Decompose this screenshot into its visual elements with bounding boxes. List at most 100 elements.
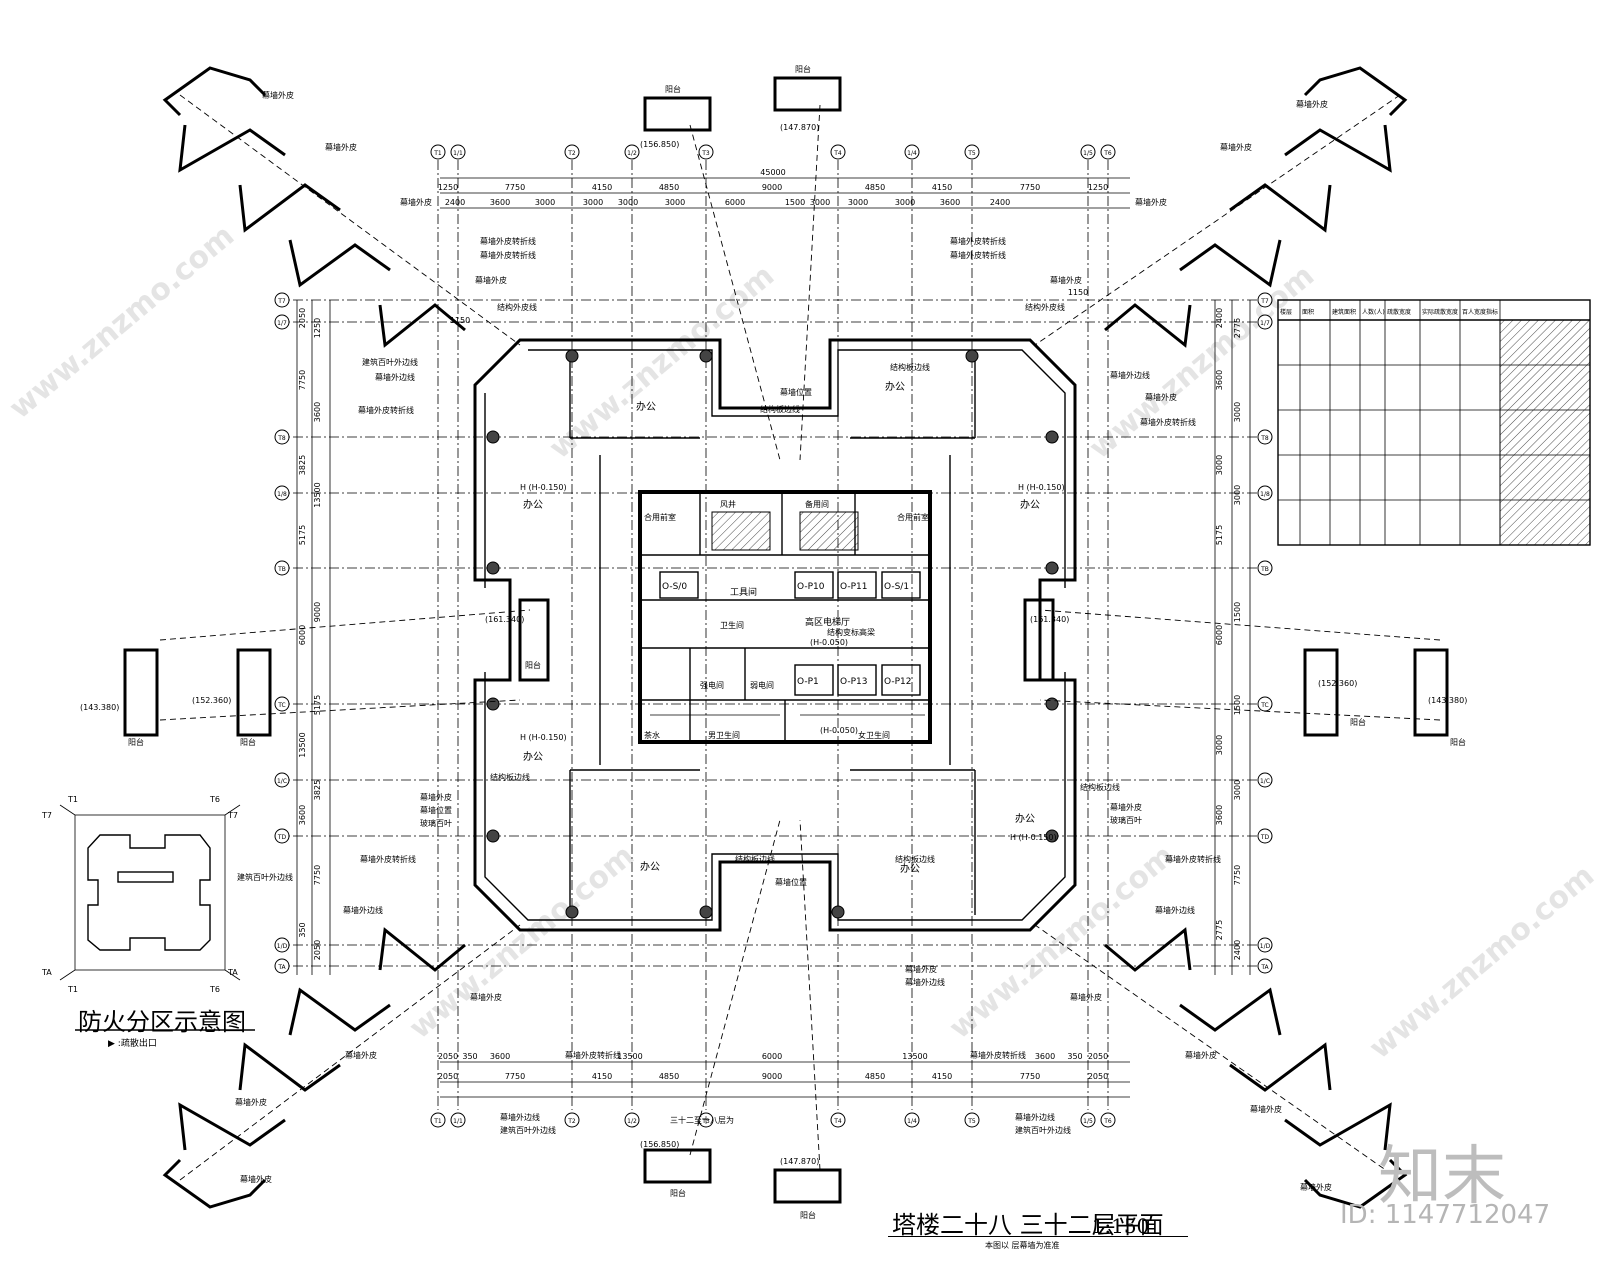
dimension-text: 2050 <box>298 308 307 328</box>
axis-label: 1/2 <box>627 150 637 157</box>
watermark-text: www.znzmo.com <box>543 258 781 466</box>
room-label-weak: 弱电间 <box>750 680 774 690</box>
axis-bubble <box>564 1112 580 1128</box>
axis-bubble <box>1257 485 1273 501</box>
dimension-text: 3600 <box>490 1052 510 1061</box>
annotation: 幕墙外皮 <box>1050 275 1082 285</box>
axis-label: TD <box>277 834 287 841</box>
balcony-label: 阳台 <box>795 64 811 74</box>
axis-bubble <box>274 828 290 844</box>
level-mark: H (H-0.150) <box>520 483 567 492</box>
axis-bubble <box>1257 292 1273 308</box>
axis-label: T2 <box>567 1118 576 1125</box>
annotation: 建筑百叶外边线 <box>1015 1125 1071 1135</box>
axis-label: 1/5 <box>1083 1118 1093 1125</box>
annotation: 玻璃百叶 <box>1110 815 1142 825</box>
dimension-text: 13500 <box>617 1052 642 1061</box>
column <box>1045 697 1059 711</box>
room-label-hygiene: 卫生间 <box>720 620 744 630</box>
dimension-text: 3000 <box>848 198 868 207</box>
axis-bubble <box>904 144 920 160</box>
level-mark: (152.360) <box>1318 679 1357 688</box>
dimension-text: 5175 <box>1215 525 1224 545</box>
svg-text:人数(人): 人数(人) <box>1362 308 1385 316</box>
axis-bubble <box>624 1112 640 1128</box>
watermark-id: ID: 1147712047 <box>1340 1200 1551 1230</box>
axis-label: T5 <box>967 1118 976 1125</box>
annotation: 建筑百叶外边线 <box>237 872 293 882</box>
axis-label: T8 <box>1260 435 1269 442</box>
axis-label: TC <box>277 702 286 709</box>
annotation: 幕墙外皮转折线 <box>1140 417 1196 427</box>
dimension-text: 7750 <box>313 865 322 885</box>
annotation: 幕墙外皮 <box>470 992 502 1002</box>
dimension-text: 1500 <box>1233 602 1242 622</box>
balcony-details <box>123 76 1449 1204</box>
annotation: 幕墙外皮转折线 <box>360 854 416 864</box>
curtain-wing <box>1104 303 1192 348</box>
dimension-text: 3000 <box>810 198 830 207</box>
room-label-wind: 风井 <box>720 499 736 509</box>
room-label-office: 办公 <box>523 498 543 511</box>
annotation: 幕墙外皮转折线 <box>970 1050 1026 1060</box>
axis-label: T1 <box>433 150 442 157</box>
curtain-wing <box>1284 124 1392 173</box>
level-mark: (147.870) <box>780 123 819 132</box>
annotation: 幕墙外皮 <box>1185 1050 1217 1060</box>
svg-text:TA: TA <box>41 968 52 977</box>
dimension-text: 4150 <box>932 1072 952 1081</box>
axis-bubble <box>274 485 290 501</box>
axis-label: TB <box>277 566 286 573</box>
axis-label: T4 <box>833 150 842 157</box>
room-labels: 办公 办公 办公 办公 办公 办公 办公 办公 高区电梯厅 工具间 卫生间 风井… <box>523 380 1040 875</box>
dimension-text: 2050 <box>1088 1052 1108 1061</box>
axis-label: 1/4 <box>907 150 917 157</box>
annotation: 幕墙外皮 <box>1135 197 1167 207</box>
dimension-text: 6000 <box>1215 625 1224 645</box>
annotation: 幕墙外边线 <box>1155 905 1195 915</box>
svg-text:T6: T6 <box>209 795 220 804</box>
dimension-text: 2050 <box>438 1052 458 1061</box>
svg-text:建筑面积: 建筑面积 <box>1332 308 1356 316</box>
room-label-strong: 强电间 <box>700 680 724 690</box>
axis-bubble <box>1257 314 1273 330</box>
annotation: 结构板边线 <box>890 362 930 372</box>
axis-label: 1/4 <box>907 1118 917 1125</box>
axis-grid: T1T11/11/1T2T21/21/2T3T3T4T41/41/4T5T51/… <box>274 144 1273 1128</box>
dimension-text: 350 <box>1067 1052 1082 1061</box>
annotation: 结构板边线 <box>760 404 800 414</box>
title-underline <box>888 1236 1188 1237</box>
dimension-text: 2775 <box>1215 920 1224 940</box>
annotation: 幕墙外边线 <box>1015 1112 1055 1122</box>
dimension-text: 350 <box>298 922 307 937</box>
fire-zone-diagram <box>59 804 255 1031</box>
fire-diagram-axes: T1 T6 T7 T7 TA TA T1 T6 <box>41 795 238 994</box>
annotation: 幕墙外皮 <box>325 142 357 152</box>
annotation: 幕墙外边线 <box>905 977 945 987</box>
watermark-text: www.znzmo.com <box>943 838 1181 1046</box>
annotation: 幕墙外皮转折线 <box>1165 854 1221 864</box>
dimension-text: 9000 <box>313 602 322 622</box>
axis-label: T7 <box>1260 298 1269 305</box>
dimension-text: 4150 <box>932 183 952 192</box>
room-label-male-wc: 男卫生间 <box>708 730 740 740</box>
annotation: 幕墙外皮转折线 <box>565 1050 621 1060</box>
axis-label: T6 <box>1103 150 1112 157</box>
curtain-wing <box>238 183 341 233</box>
axis-label: 1/5 <box>1083 150 1093 157</box>
annotation: 幕墙外边线 <box>343 905 383 915</box>
axis-bubble <box>274 696 290 712</box>
annotation: 结构板边线 <box>490 772 530 782</box>
curtain-wing <box>288 239 391 288</box>
dimension-text: 3600 <box>1215 805 1224 825</box>
svg-text:T1: T1 <box>67 795 78 804</box>
axis-label: TD <box>1260 834 1270 841</box>
axis-bubble <box>1257 560 1273 576</box>
axis-bubble <box>1080 1112 1096 1128</box>
room-label-spare: 备用间 <box>805 499 829 509</box>
balcony-labels: 阳台 阳台 阳台 阳台 阳台 阳台 阳台 阳台 阳台 <box>128 64 1466 1220</box>
curtain-wing <box>178 124 286 173</box>
annotation: 幕墙外皮 <box>1220 142 1252 152</box>
annotation: 幕墙外皮 <box>235 1097 267 1107</box>
dimension-text: 4150 <box>592 183 612 192</box>
